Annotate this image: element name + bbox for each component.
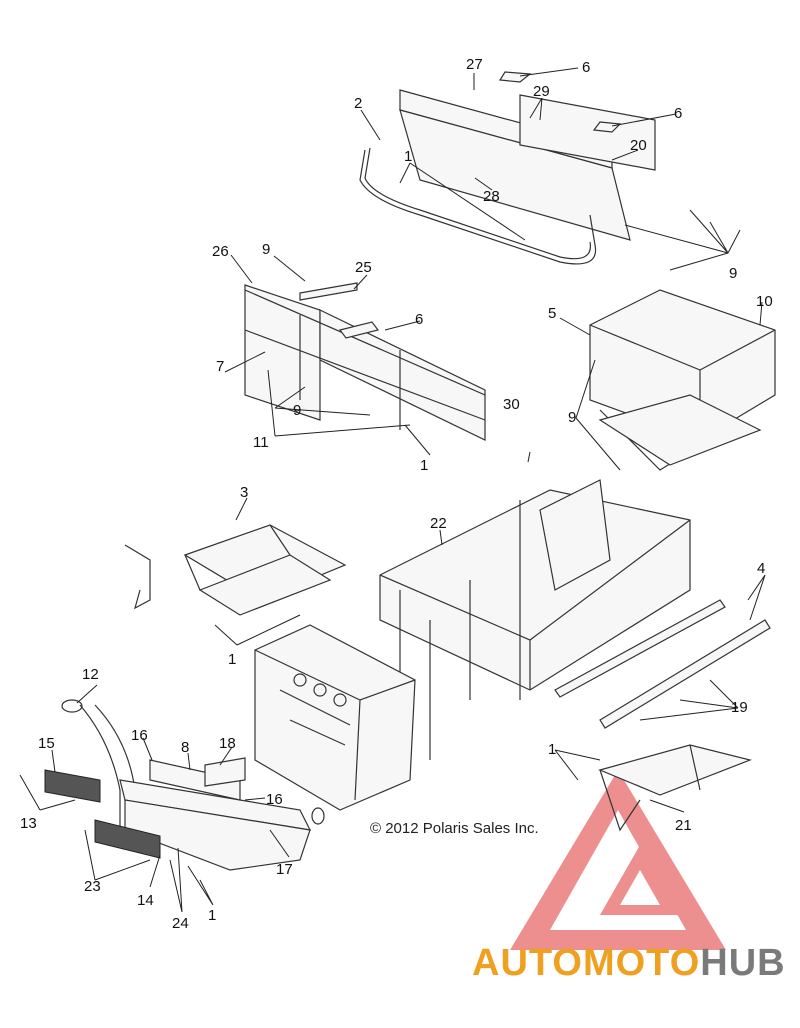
callout-28: 28: [483, 188, 500, 205]
callout-5: 5: [548, 305, 556, 322]
watermark-triangle: [510, 770, 726, 950]
callout-16a: 16: [131, 727, 148, 744]
callout-16b: 16: [266, 791, 283, 808]
cargo-bed-frame: [359, 71, 656, 265]
watermark-text-secondary: HUB: [700, 942, 785, 984]
callout-6b: 6: [674, 105, 682, 122]
callout-29: 29: [533, 83, 550, 100]
callout-1a: 1: [404, 148, 412, 165]
callout-9a: 9: [729, 265, 737, 282]
callout-19: 19: [731, 699, 748, 716]
cab-frame-section: [244, 282, 486, 441]
callout-9c: 9: [293, 402, 301, 419]
front-bumper: [61, 699, 325, 871]
seat-support-bracket: [124, 524, 347, 616]
side-rails: [554, 599, 771, 729]
callout-1d: 1: [548, 741, 556, 758]
rear-seat-frame: [589, 289, 776, 471]
callout-1c: 1: [228, 651, 236, 668]
callout-7: 7: [216, 358, 224, 375]
grille-lower: [94, 819, 161, 859]
watermark-logo: AUTOMOTOHUB: [472, 942, 786, 984]
callout-14: 14: [137, 892, 154, 909]
grille-upper: [44, 769, 101, 803]
callout-6a: 6: [582, 59, 590, 76]
callout-4: 4: [757, 560, 765, 577]
callout-26: 26: [212, 243, 229, 260]
copyright-text: © 2012 Polaris Sales Inc.: [370, 820, 539, 837]
watermark-text-primary: AUTOMOTO: [472, 942, 700, 984]
callout-8: 8: [181, 739, 189, 756]
callout-6c: 6: [415, 311, 423, 328]
main-chassis-frame: [254, 479, 691, 811]
callout-labels: 27 6 29 6 2 20 1 28 9 26 9 25 6 7 5 10 9…: [20, 56, 773, 932]
callout-17: 17: [276, 861, 293, 878]
callout-1e: 1: [208, 907, 216, 924]
callout-24: 24: [172, 915, 189, 932]
callout-1b: 1: [420, 457, 428, 474]
callout-12: 12: [82, 666, 99, 683]
callout-22: 22: [430, 515, 447, 532]
leader-lines: [19, 67, 766, 913]
callout-15: 15: [38, 735, 55, 752]
callout-10: 10: [756, 293, 773, 310]
callout-20: 20: [630, 137, 647, 154]
callout-27: 27: [466, 56, 483, 73]
callout-11: 11: [253, 434, 269, 451]
callout-3: 3: [240, 484, 248, 501]
callout-9d: 9: [568, 409, 576, 426]
callout-9b: 9: [262, 241, 270, 258]
callout-21: 21: [675, 817, 692, 834]
callout-23: 23: [84, 878, 101, 895]
svg-text:AUTOMOTOHUB: AUTOMOTOHUB: [472, 942, 786, 984]
callout-30: 30: [503, 396, 520, 413]
skid-bracket: [598, 744, 752, 832]
callout-2: 2: [354, 95, 362, 112]
callout-18: 18: [219, 735, 236, 752]
callout-13: 13: [20, 815, 37, 832]
callout-25: 25: [355, 259, 372, 276]
